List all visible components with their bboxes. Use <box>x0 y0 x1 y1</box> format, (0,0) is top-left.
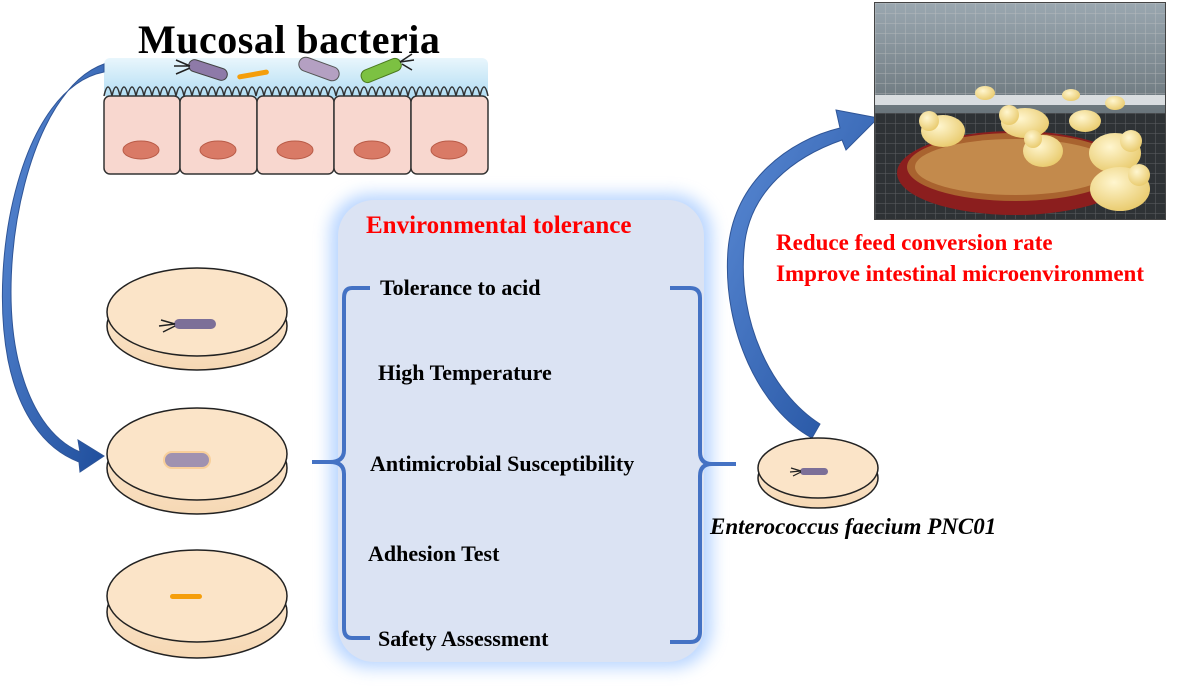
chick-feeding-illustration <box>875 3 1165 219</box>
microvilli <box>103 86 489 97</box>
intestinal-epithelium <box>103 53 489 175</box>
purple-bacterium <box>174 319 216 329</box>
flagella <box>789 467 802 477</box>
epithelial-cells <box>103 95 489 175</box>
petri-dish-1 <box>106 267 288 371</box>
cell-nuclei <box>122 140 468 160</box>
environmental-tolerance-heading: Environmental tolerance <box>366 212 632 239</box>
purple-bacterium <box>163 451 211 469</box>
isolation-arrow <box>1 63 105 473</box>
orange-bacterium <box>237 69 269 80</box>
pink-bacterium <box>298 56 340 82</box>
test-antimicrobial-susceptibility: Antimicrobial Susceptibility <box>370 451 635 476</box>
mucosal-bacteria-title: Mucosal bacteria <box>138 17 441 62</box>
test-tolerance-to-acid: Tolerance to acid <box>380 275 541 300</box>
petri-dish-3 <box>106 549 288 659</box>
outcome-feed-conversion: Reduce feed conversion rate <box>776 230 1053 255</box>
test-safety-assessment: Safety Assessment <box>378 626 549 651</box>
purple-bacterium <box>188 59 228 81</box>
mucosal-bacteria-cells <box>174 53 415 84</box>
purple-bacterium <box>800 468 828 475</box>
orange-bacterium <box>170 594 202 599</box>
flagella <box>399 53 415 71</box>
strain-label: Enterococcus faecium PNC01 <box>710 514 997 539</box>
left-brace <box>312 286 370 640</box>
environmental-tolerance-panel <box>338 200 704 662</box>
test-high-temperature: High Temperature <box>378 360 552 385</box>
right-brace <box>670 286 736 644</box>
application-arrow <box>726 109 880 439</box>
poultry-farm-photo <box>874 2 1166 220</box>
test-adhesion: Adhesion Test <box>368 541 500 566</box>
outcome-intestinal-microenvironment: Improve intestinal microenvironment <box>776 261 1144 286</box>
result-petri-dish <box>757 437 879 509</box>
flagella <box>174 59 191 75</box>
flagella <box>158 319 176 333</box>
petri-dish-2 <box>106 407 288 515</box>
